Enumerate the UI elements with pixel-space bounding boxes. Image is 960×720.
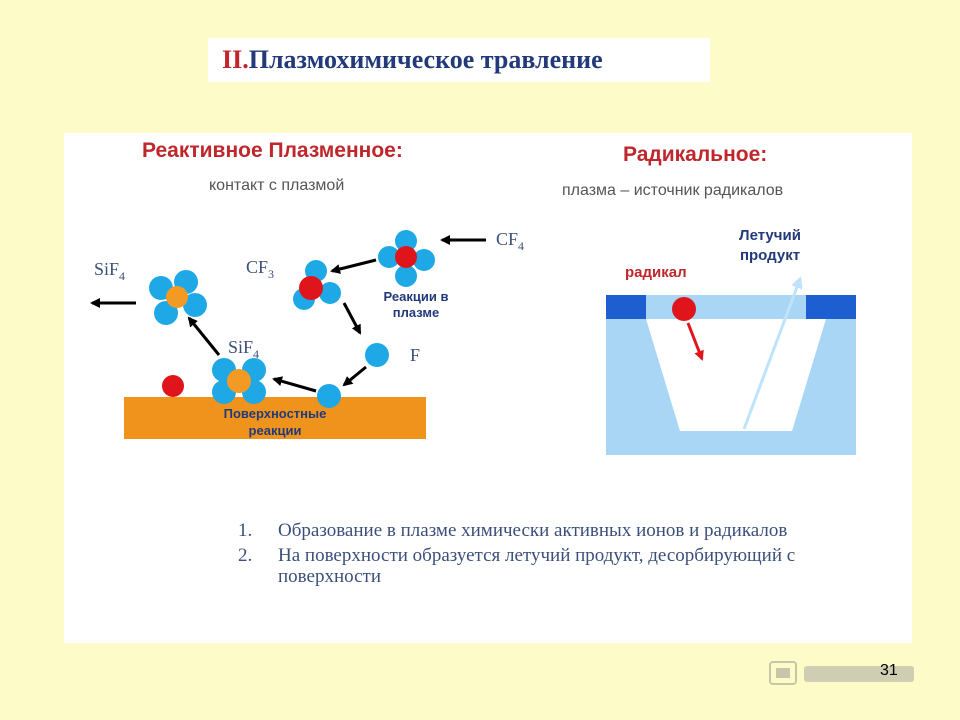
slide-title: II. Плазмохимическое травление — [208, 38, 710, 82]
cf3-label: CF3 — [246, 257, 274, 281]
surface-radical — [162, 375, 184, 397]
left-subtitle: контакт с плазмой — [209, 177, 344, 194]
surface-reactions-label-1: Поверхностные — [224, 406, 327, 421]
arrow-sif4-up — [187, 316, 221, 356]
etching-diagram: Реактивное Плазменное: контакт с плазмой… — [90, 139, 856, 455]
cf4-label: CF4 — [496, 229, 524, 253]
surface-reactions-label-2: реакции — [249, 423, 302, 438]
radical-particle — [672, 297, 696, 321]
sif4-out-molecule — [149, 270, 207, 325]
right-subtitle: плазма – источник радикалов — [562, 182, 783, 199]
plasma-reactions-label-2: плазме — [393, 305, 439, 320]
title-text: Плазмохимическое травление — [248, 45, 603, 74]
cf3-molecule — [293, 260, 341, 310]
radical-label: радикал — [625, 264, 687, 281]
note-item: 2. На поверхности образуется летучий про… — [238, 545, 838, 587]
arrow-radical-down — [686, 322, 704, 361]
page-number: 31 — [880, 662, 898, 679]
product-label-2: продукт — [740, 247, 800, 264]
cf4-molecule — [378, 230, 435, 287]
note-number: 2. — [238, 545, 253, 566]
notes-list: 1. Образование в плазме химически активн… — [238, 520, 838, 591]
mask-right — [806, 295, 856, 319]
title-number: II. — [222, 45, 249, 74]
f-label: F — [410, 345, 420, 365]
mask-left — [606, 295, 646, 319]
arrow-f-to-sif4 — [272, 376, 317, 393]
arrow-cf4-to-cf3 — [330, 258, 377, 274]
right-heading: Радикальное: — [623, 143, 767, 166]
arrow-f-down — [342, 365, 367, 387]
trench-cavity — [646, 319, 826, 431]
note-number: 1. — [238, 520, 253, 541]
f-atom — [365, 343, 389, 367]
note-item: 1. Образование в плазме химически активн… — [238, 520, 838, 541]
product-label-1: Летучий — [739, 227, 801, 244]
sif4-surface-label: SiF4 — [228, 337, 259, 361]
note-text: На поверхности образуется летучий продук… — [278, 545, 796, 587]
note-text: Образование в плазме химически активных … — [278, 520, 788, 541]
plasma-reactions-label-1: Реакции в — [384, 289, 449, 304]
sif4-surface-molecule — [212, 358, 266, 404]
f-surface-atom — [317, 384, 341, 408]
arrow-volatile-product — [742, 276, 803, 430]
substrate — [124, 397, 426, 439]
diagram-panel: Реактивное Плазменное: контакт с плазмой… — [64, 133, 912, 643]
left-heading: Реактивное Плазменное: — [142, 139, 403, 162]
sif4-out-label: SiF4 — [94, 259, 125, 283]
watermark-logo — [769, 661, 914, 685]
arrow-cf3-to-f — [342, 302, 362, 335]
